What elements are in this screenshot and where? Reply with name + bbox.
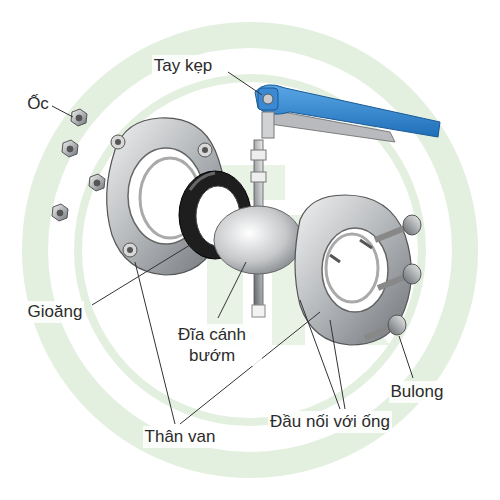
part-label: Bulong [389,381,446,402]
part-label: Tay kẹp [152,55,215,76]
handle [255,85,440,142]
leader-line [52,72,413,424]
watermark-logo [35,35,465,465]
butterfly-disc [214,140,302,317]
part-label: Đầu nối với ống [268,411,392,432]
valve-body-right [295,195,411,345]
part-label: Đĩa cánh bướm [162,324,262,367]
part-label: Ốc [25,93,51,114]
bolt [365,215,421,338]
part-label: Thân van [143,426,218,447]
nut [52,109,105,221]
part-label: Gioăng [26,301,85,322]
